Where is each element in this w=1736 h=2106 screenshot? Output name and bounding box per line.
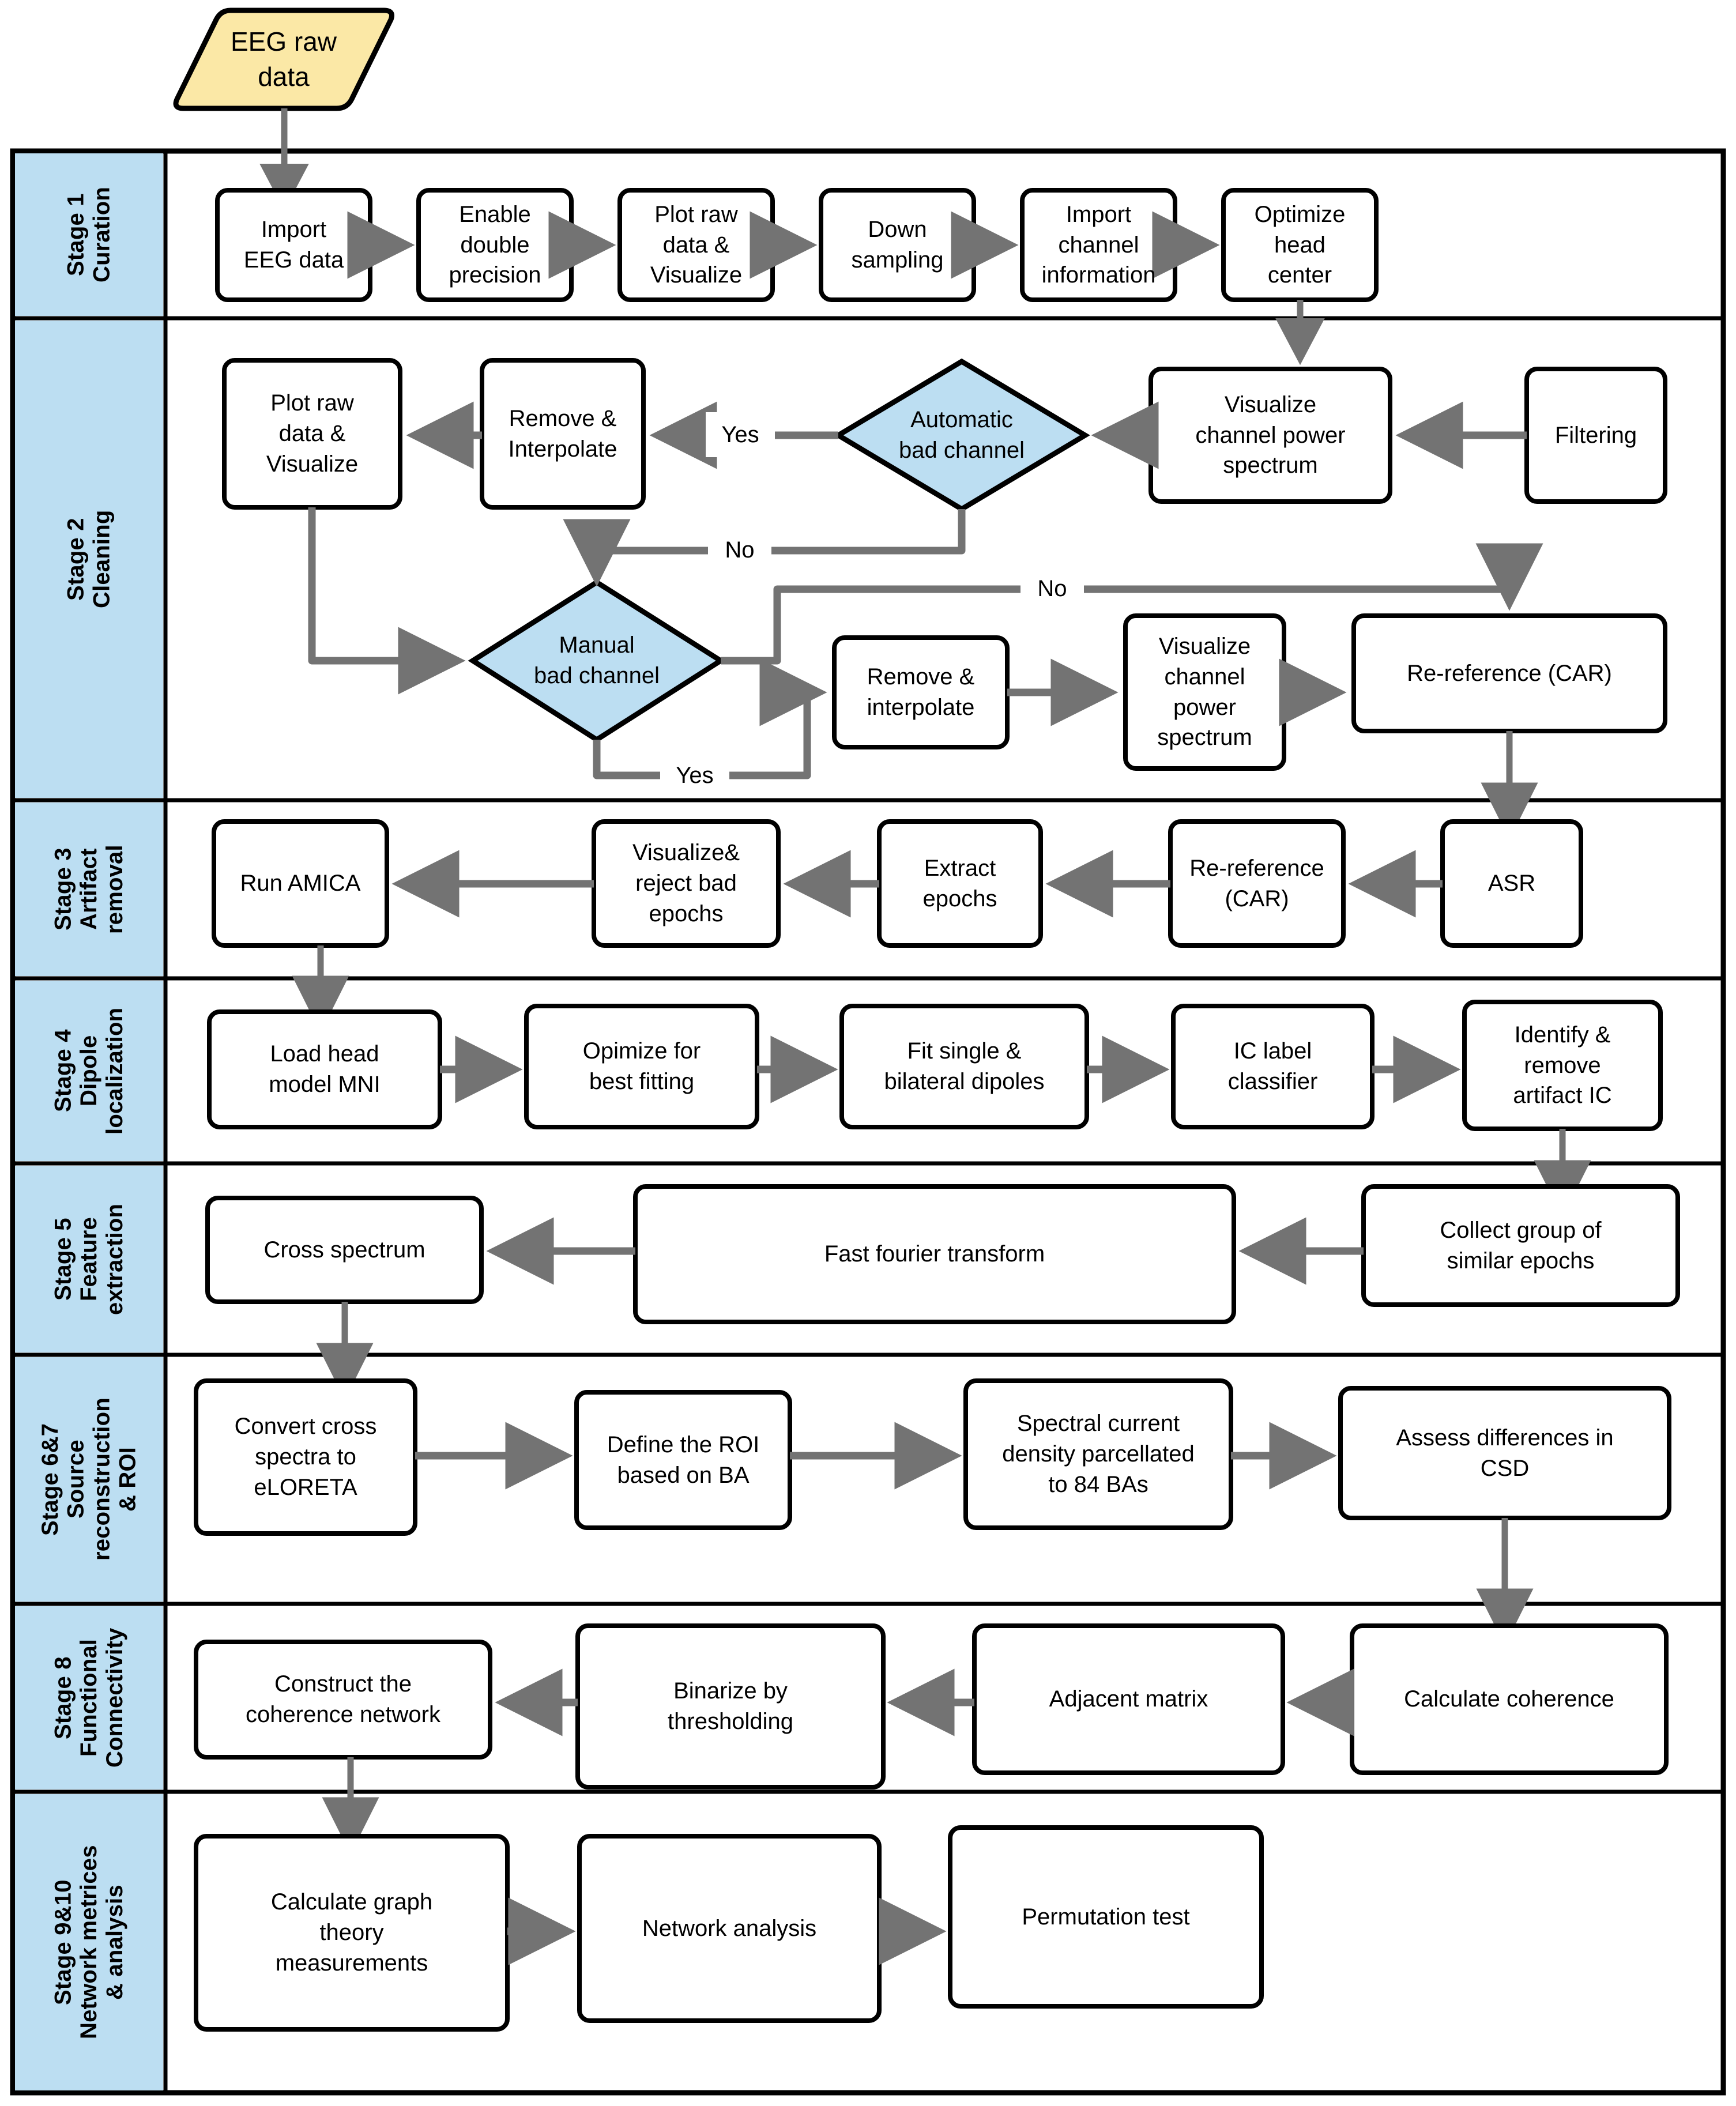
stage910-nodes: [194, 1825, 1264, 2032]
lane-label-stage8: Stage 8 Functional Connectivity: [50, 1627, 127, 1768]
lane-label-stage4: Stage 4 Dipole localization: [50, 1007, 127, 1135]
lane-label-stage5: Stage 5 Feature extraction: [50, 1203, 127, 1315]
stage8-edges: [322, 1668, 1354, 1855]
stage1-nodes: [215, 188, 1379, 302]
stage67-edges: [415, 1422, 1534, 1646]
stage8-nodes: [194, 1623, 1669, 1789]
lane-label-stage3: Stage 3 Artifact removal: [50, 845, 127, 934]
lane-label-stage910: Stage 9&10 Network metrices & analysis: [50, 1845, 127, 2040]
stage2-nodes: [222, 358, 1667, 771]
edge-label-manual-no: No: [1020, 566, 1084, 611]
lane-label-stage67: Stage 6&7 Source reconstruction & ROI: [37, 1397, 141, 1561]
stage2-edges: [308, 401, 1543, 840]
stage5-nodes: [205, 1184, 1680, 1324]
edge-label-automatic-no: No: [708, 528, 771, 572]
lane-label-stage1: Stage 1 Curation: [63, 186, 115, 283]
edge-label-automatic-yes: Yes: [706, 412, 775, 457]
stage3-nodes: [212, 819, 1583, 948]
lane-label-stage2: Stage 2 Cleaning: [63, 510, 115, 609]
edge-label-manual-yes: Yes: [660, 753, 729, 798]
stage5-edges: [316, 1217, 1364, 1400]
stage67-nodes: [194, 1378, 1671, 1536]
start-node-shape: [173, 7, 394, 111]
lane-color-strips: [15, 153, 163, 2090]
stage3-edges: [292, 850, 1443, 1033]
